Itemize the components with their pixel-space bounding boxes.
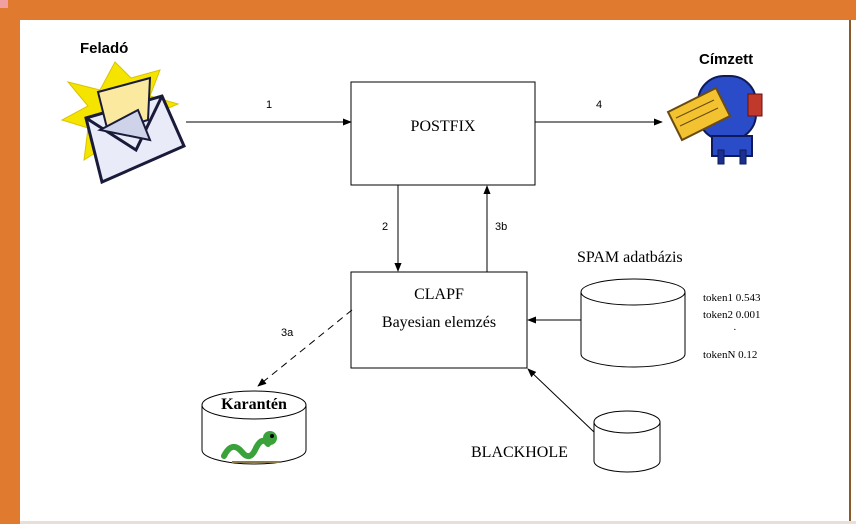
blackhole-cylinder: [593, 410, 661, 473]
spam-db-cylinder: [580, 278, 686, 368]
postfix-box: [350, 81, 536, 186]
recipient-label: Címzett: [699, 51, 753, 68]
clapf-label: CLAPF: [414, 286, 464, 303]
sender-label: Feladó: [80, 40, 128, 57]
frame-left-border: [0, 0, 20, 524]
postfix-label: POSTFIX: [411, 118, 476, 135]
spam-token-1: token1 0.543: [703, 292, 761, 304]
clapf-box: [350, 271, 528, 369]
blackhole-label: BLACKHOLE: [471, 444, 568, 461]
blackhole-arrow: [527, 368, 595, 433]
envelope-icon: [60, 61, 186, 185]
clapf-sublabel: Bayesian elemzés: [382, 314, 496, 331]
flow-label-3a: 3a: [281, 327, 294, 339]
spam-token-ellipsis: ·: [733, 324, 737, 336]
mailbox-icon: [666, 75, 763, 165]
worm-icon: [221, 431, 280, 463]
flow-label-2: 2: [382, 221, 388, 233]
spam-token-2: token2 0.001: [703, 309, 760, 321]
quarantine-label: Karantén: [221, 396, 287, 413]
frame-right-border: [849, 20, 851, 524]
spam-token-n: tokenN 0.12: [703, 349, 757, 361]
frame-top-border: [0, 0, 856, 20]
flow-label-1: 1: [266, 99, 272, 111]
flow-label-4: 4: [596, 99, 602, 111]
frame-corner-marker: [0, 0, 8, 8]
frame-bottom-border: [20, 521, 856, 524]
spam-db-label: SPAM adatbázis: [577, 249, 683, 266]
flow-arrow-3a: [257, 309, 353, 387]
flow-label-3b: 3b: [495, 221, 507, 233]
